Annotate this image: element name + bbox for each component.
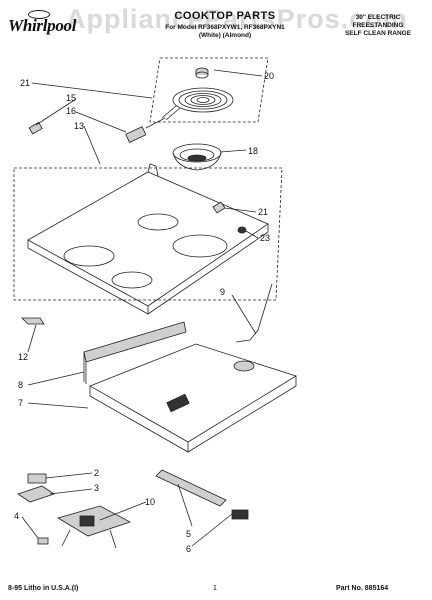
drip-bowl-18 xyxy=(172,143,222,171)
receptacle-16 xyxy=(125,117,166,143)
callout-23: 23 xyxy=(260,233,270,243)
callout-6: 6 xyxy=(186,544,191,554)
burner-group-box xyxy=(149,57,269,123)
range-line-3: SELF CLEAN RANGE xyxy=(344,30,412,37)
page-title: COOKTOP PARTS xyxy=(174,10,276,22)
bracket-21 xyxy=(212,201,226,214)
surface-element-19 xyxy=(161,87,234,121)
range-line-2: FREESTANDING xyxy=(352,22,404,29)
callout-4: 4 xyxy=(14,511,19,521)
block-6 xyxy=(231,509,249,520)
callout-16: 16 xyxy=(66,106,76,116)
callout-9: 9 xyxy=(220,287,225,297)
model-line: For Model RF368PXYW1, RF368PXYN1 xyxy=(165,24,285,31)
screw-23 xyxy=(237,226,247,234)
footer-page: 1 xyxy=(213,585,217,592)
cooktop-group-box xyxy=(13,167,283,301)
callout-7: 7 xyxy=(18,398,23,408)
bar-5 xyxy=(155,469,227,507)
main-top-7 xyxy=(89,343,297,453)
watermark: AppliancePartsPros.com xyxy=(66,4,408,34)
callout-21: 21 xyxy=(258,207,268,217)
callout-5: 5 xyxy=(186,529,191,539)
hinge-12 xyxy=(21,317,45,325)
callout-12: 12 xyxy=(18,352,28,362)
callout-2: 2 xyxy=(94,468,99,478)
range-description: 30" ELECTRIC FREESTANDING SELF CLEAN RAN… xyxy=(330,14,426,38)
callout-18: 18 xyxy=(248,146,258,156)
callout-10: 10 xyxy=(145,497,155,507)
footer-litho: 8-95 Litho in U.S.A.(I) xyxy=(8,585,79,592)
part-4 xyxy=(37,537,49,545)
block-2 xyxy=(27,473,47,484)
brand-name: Whirlpool xyxy=(8,16,77,35)
range-line-1: 30" ELECTRIC xyxy=(355,14,401,21)
plate-3 xyxy=(17,485,55,503)
rod-9 xyxy=(235,283,273,343)
cooktop-panel-13 xyxy=(27,163,269,315)
callout-15: 15 xyxy=(66,93,76,103)
model-subtitle: For Model RF368PXYW1, RF368PXYN1 (White)… xyxy=(150,24,300,40)
logo-seal-icon xyxy=(28,10,50,19)
whirlpool-logo: Whirlpool xyxy=(6,10,80,36)
callout-20: 20 xyxy=(264,71,274,81)
callout-8: 8 xyxy=(18,380,23,390)
clip-15 xyxy=(28,121,43,135)
color-line: (White) (Almond) xyxy=(198,32,252,39)
strip-8 xyxy=(83,321,187,363)
footer-part-no: Part No. 885164 xyxy=(336,585,389,592)
switch-assembly-10 xyxy=(57,505,132,549)
callout-19: 21 xyxy=(20,78,30,88)
callout-13: 13 xyxy=(74,121,84,131)
callout-3: 3 xyxy=(94,483,99,493)
